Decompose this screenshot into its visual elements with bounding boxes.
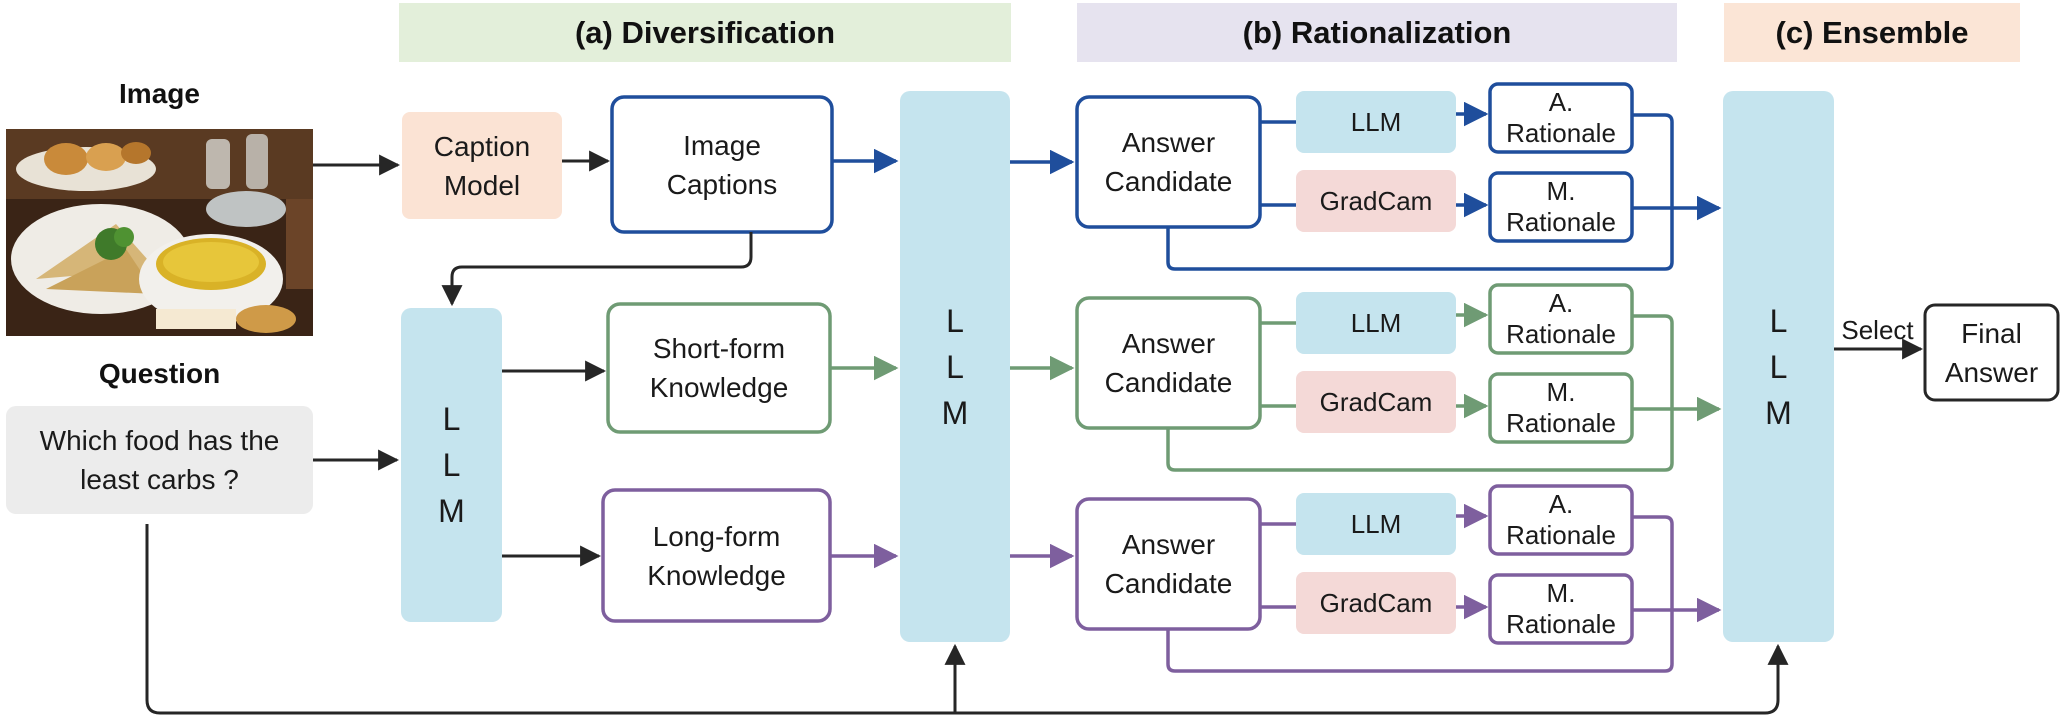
row2-a-rationale-label: A. Rationale [1506, 288, 1616, 349]
section-title-ensemble: (c) Ensemble [1775, 14, 1969, 50]
row1-answer-candidate-label: Answer Candidate [1104, 127, 1233, 197]
row2-a-rationale-box [1488, 283, 1634, 355]
question-text: Which food has the least carbs ? [39, 425, 280, 495]
diversification-llm-label: L L M [438, 401, 465, 529]
image-captions-label: Image Captions [666, 129, 778, 200]
center-llm-label: L L M [941, 302, 969, 431]
row1-gradcam-label: GradCam [1319, 185, 1433, 216]
row1-answer-loop [1166, 227, 1665, 271]
row2-llm-box [1296, 292, 1456, 354]
row3-llm-label: LLM [1350, 508, 1402, 539]
final-answer-box [1923, 303, 2060, 402]
row2-llm-label: LLM [1350, 307, 1402, 338]
arrow-captions-to-llm [441, 232, 753, 307]
ensemble-llm-box [1723, 91, 1834, 642]
section-title-diversification: (a) Diversification [574, 14, 836, 50]
row3-gradcam-box [1296, 572, 1456, 634]
short-form-label: Short-form Knowledge [649, 333, 789, 403]
row1-a-rationale-box [1488, 82, 1634, 154]
final-answer-label: Final Answer [1944, 317, 2039, 388]
row2-answer-candidate-label: Answer Candidate [1104, 328, 1233, 398]
row3-answer-candidate-label: Answer Candidate [1104, 529, 1233, 599]
diversification-llm-box [401, 308, 502, 622]
arrow-question-bypass [145, 524, 1789, 715]
row3-a-rationale-label: A. Rationale [1506, 489, 1616, 550]
image-label: Image [119, 78, 200, 109]
row3-llm-box [1296, 493, 1456, 555]
row1-m-rationale-label: M. Rationale [1506, 176, 1616, 237]
select-label: Select [1841, 314, 1914, 345]
row1-gradcam-box [1296, 170, 1456, 232]
row3-gradcam-label: GradCam [1319, 587, 1433, 618]
row2-gradcam-box [1296, 371, 1456, 433]
row3-a-rationale-loop [1632, 515, 1674, 673]
question-label: Question [98, 358, 221, 389]
question-box [6, 406, 313, 514]
row1-a-rationale-loop [1632, 113, 1674, 271]
long-form-label: Long-form Knowledge [647, 520, 786, 591]
row2-answer-loop [1166, 428, 1665, 472]
row1-a-rationale-label: A. Rationale [1506, 87, 1616, 148]
header-diversification-bg [399, 3, 1011, 62]
caption-model-box [402, 112, 562, 219]
image-captions-box [610, 95, 834, 234]
caption-model-label: Caption Model [433, 130, 531, 201]
row3-answer-loop [1166, 629, 1665, 673]
row2-a-rationale-loop [1632, 314, 1674, 472]
input-food-photo [6, 129, 313, 336]
row1-llm-label: LLM [1350, 106, 1402, 137]
section-title-rationalization: (b) Rationalization [1242, 14, 1512, 50]
row1-llm-box [1296, 91, 1456, 153]
row2-m-rationale-label: M. Rationale [1506, 377, 1616, 438]
row3-m-rationale-label: M. Rationale [1506, 578, 1616, 639]
row2-gradcam-label: GradCam [1319, 386, 1433, 417]
center-llm-box [900, 91, 1010, 642]
ensemble-llm-label: L L M [1765, 302, 1792, 431]
row3-a-rationale-box [1488, 484, 1634, 556]
header-rationalization-bg [1077, 3, 1677, 62]
header-ensemble-bg [1724, 3, 2020, 62]
